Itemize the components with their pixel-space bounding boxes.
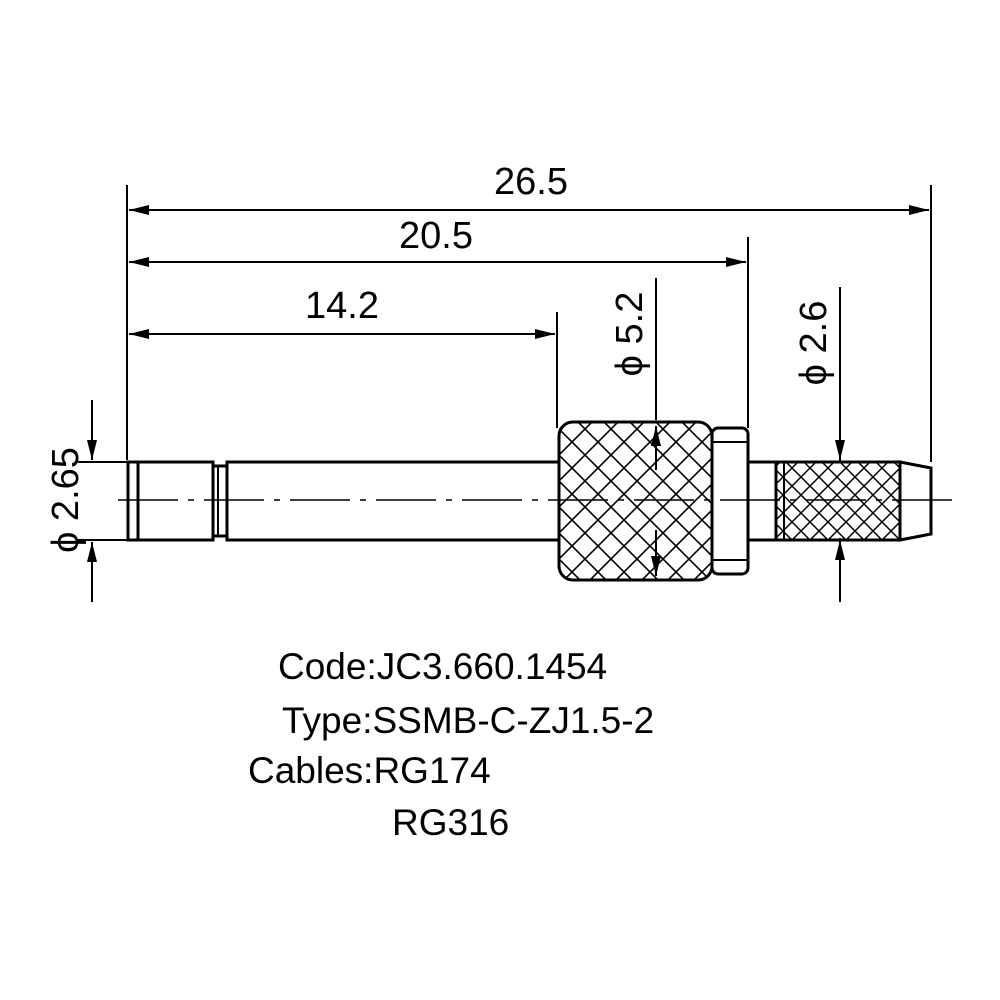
dim-text-dia-5-2: ϕ 5.2 (609, 292, 651, 377)
tail-neck (746, 460, 778, 542)
dim-text-26-5: 26.5 (494, 161, 568, 203)
dim-text-dia-2-6: ϕ 2.6 (793, 301, 835, 386)
tail-knurl (774, 460, 902, 542)
dim-text-dia-2-65: ϕ 2.65 (45, 447, 87, 553)
type-line: Type:SSMB-C-ZJ1.5-2 (282, 702, 654, 739)
cables-line: Cables:RG174 (248, 752, 491, 789)
shoulder-ring (710, 426, 750, 576)
cable-value-1: RG174 (373, 750, 491, 791)
type-label: Type: (282, 700, 373, 741)
cables-label: Cables: (248, 750, 374, 791)
code-label: Code: (278, 646, 377, 687)
knurled-nut (557, 420, 714, 582)
cables-line-2: RG316 (392, 804, 509, 841)
pin-groove (211, 464, 229, 538)
dim-text-20-5: 20.5 (399, 215, 473, 257)
type-value: SSMB-C-ZJ1.5-2 (372, 700, 655, 741)
code-value: JC3.660.1454 (376, 646, 608, 687)
pin-front (126, 460, 215, 542)
cable-value-2: RG316 (392, 802, 510, 843)
shaft (225, 460, 561, 542)
code-line: Code:JC3.660.1454 (278, 648, 607, 685)
connector-body (126, 420, 933, 582)
tail-tip (898, 460, 933, 542)
dim-text-14-2: 14.2 (305, 285, 379, 327)
